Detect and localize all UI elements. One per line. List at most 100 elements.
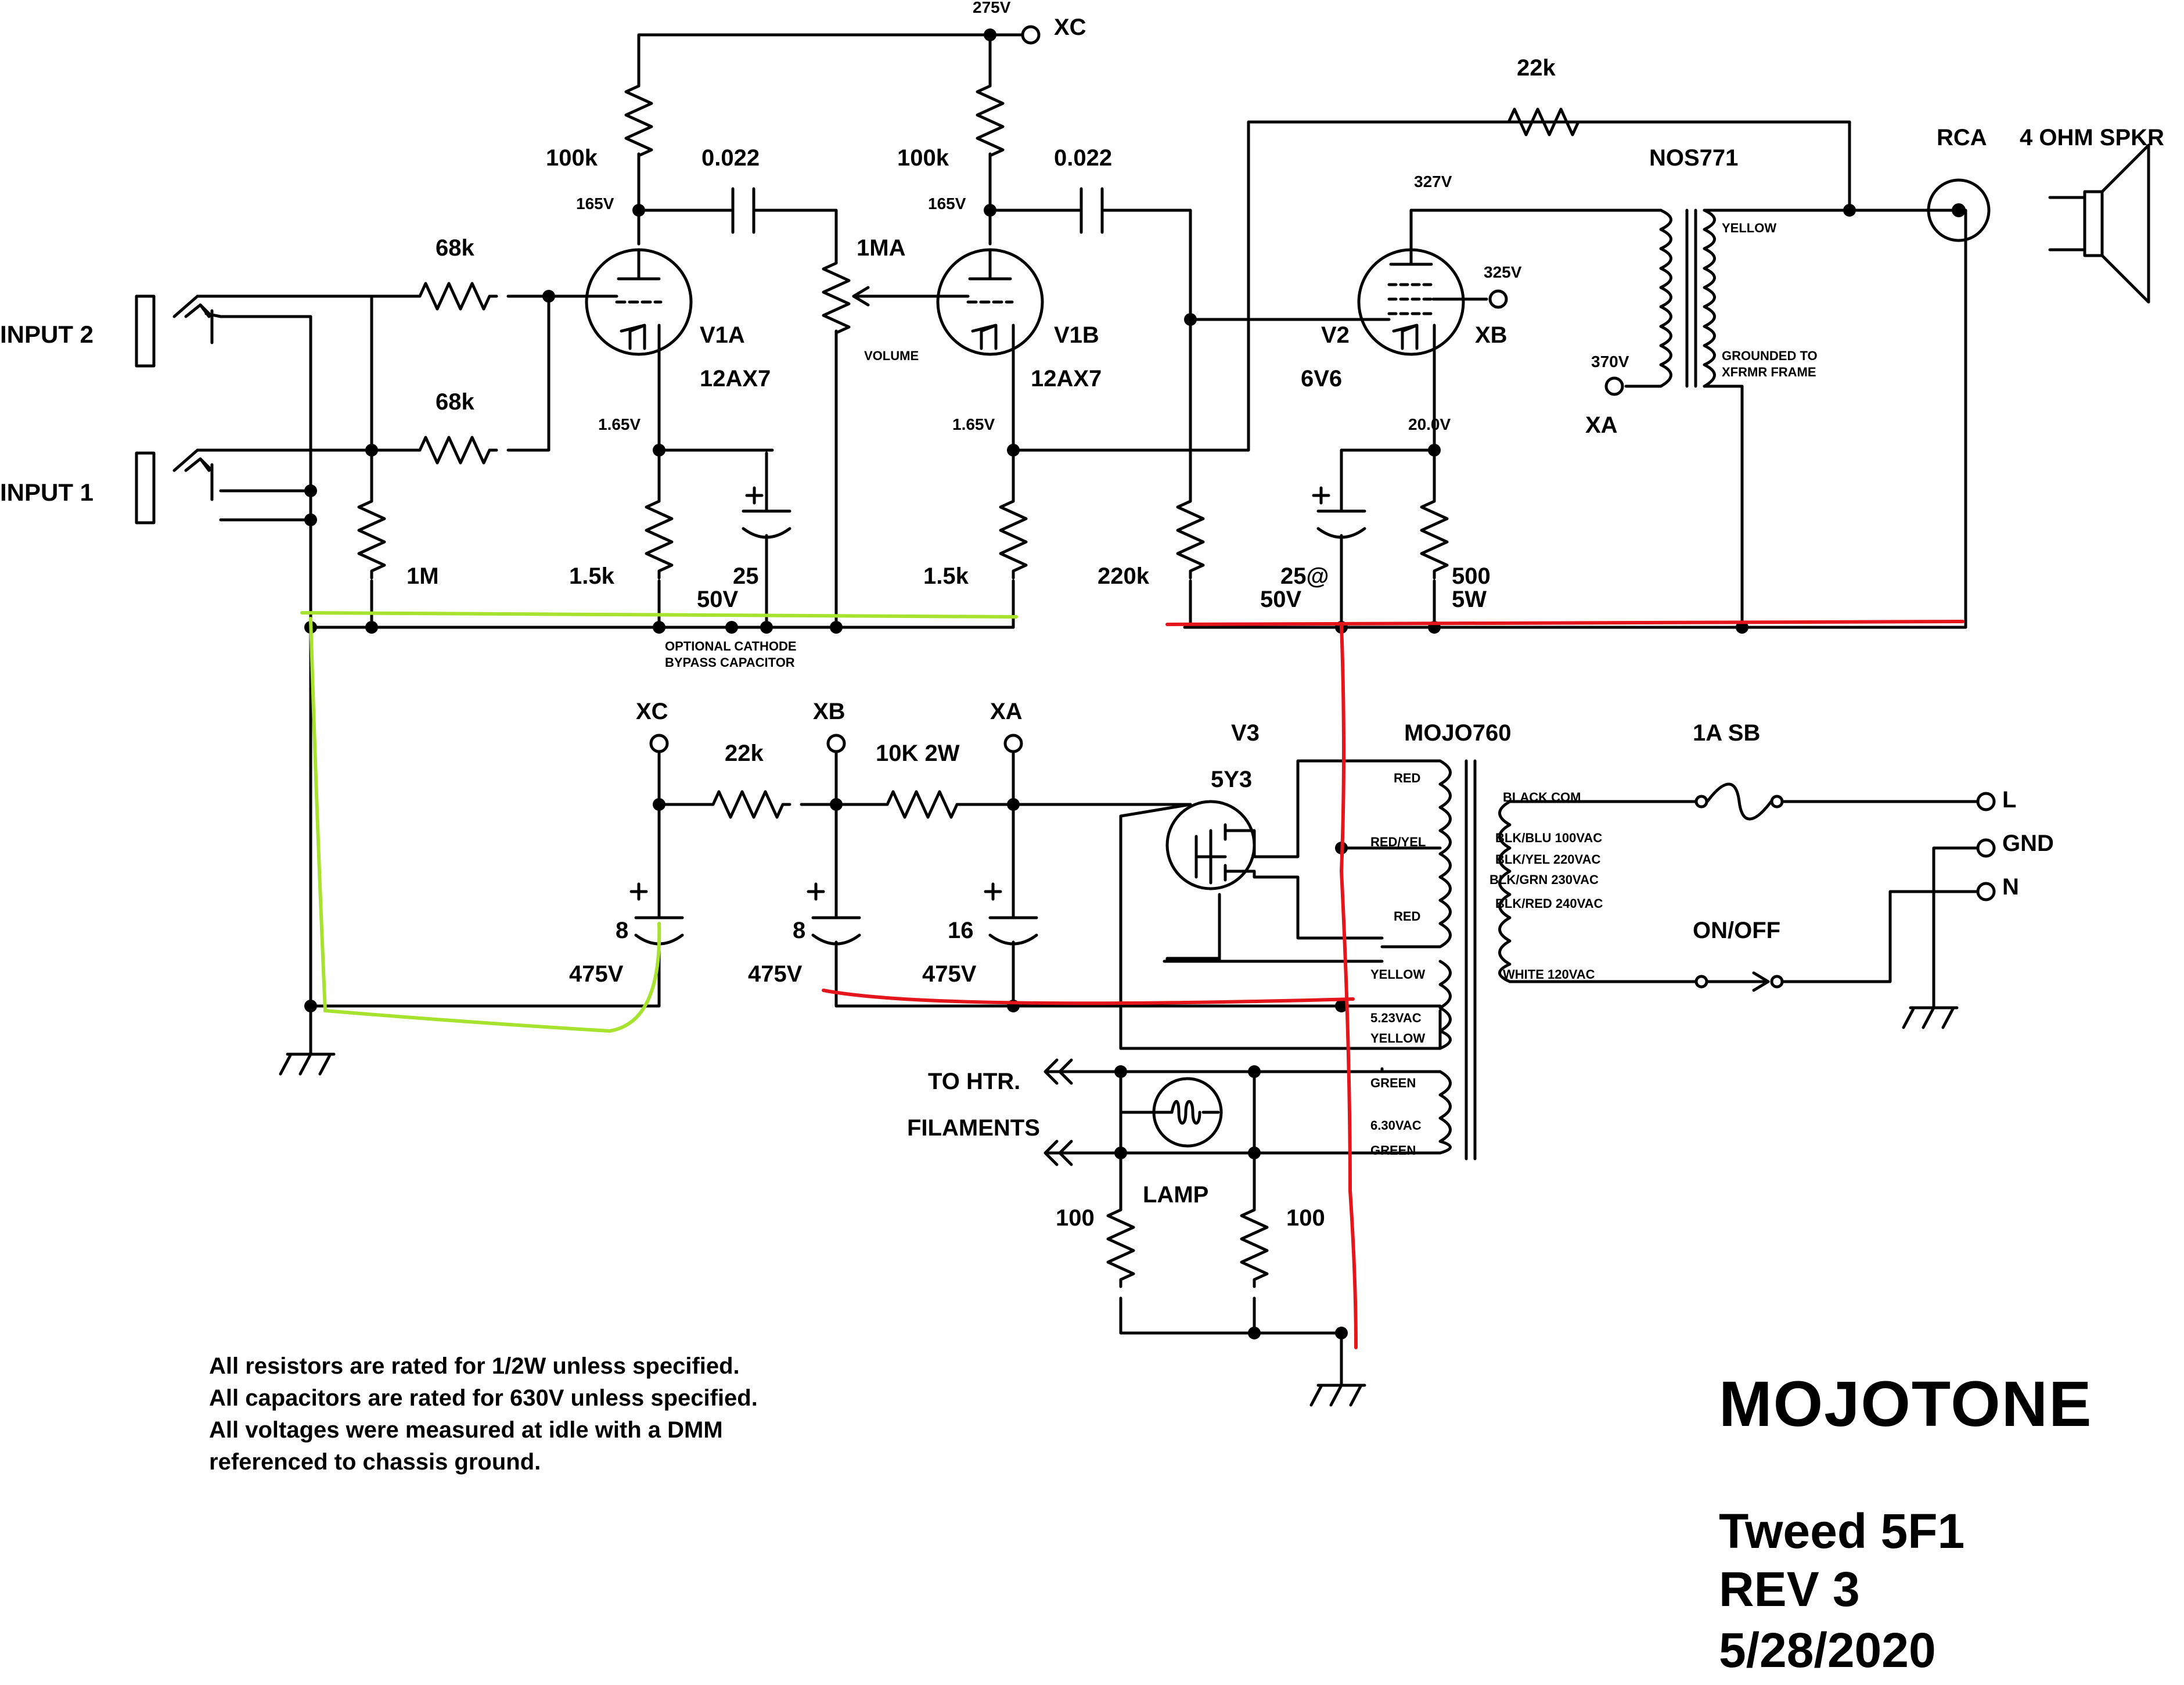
svg-text:XC: XC — [1054, 15, 1086, 40]
note-line: All voltages were measured at idle with … — [209, 1417, 723, 1443]
cap-25-bypass — [742, 486, 791, 559]
svg-text:22k: 22k — [1517, 55, 1556, 81]
svg-text:1.5k: 1.5k — [569, 563, 615, 589]
svg-text:BLK/YEL 220VAC: BLK/YEL 220VAC — [1495, 852, 1600, 867]
svg-text:165V: 165V — [576, 195, 614, 213]
resistor-1-5k-v1a — [646, 497, 672, 578]
svg-text:YELLOW: YELLOW — [1370, 1031, 1425, 1046]
svg-text:0.022: 0.022 — [1054, 145, 1112, 171]
svg-text:20.0V: 20.0V — [1408, 415, 1451, 433]
heater-arrows — [1044, 1058, 1073, 1166]
fuse-1a-sb — [1694, 782, 1784, 821]
cap-0022-v1b — [1080, 187, 1104, 234]
svg-text:475V: 475V — [748, 961, 803, 987]
svg-text:LAMP: LAMP — [1143, 1182, 1208, 1208]
svg-text:BYPASS CAPACITOR: BYPASS CAPACITOR — [665, 655, 795, 670]
svg-text:220k: 220k — [1098, 563, 1150, 589]
svg-text:5.23VAC: 5.23VAC — [1370, 1011, 1422, 1025]
xa-ps-terminal — [1003, 734, 1023, 753]
power-transformer — [1340, 759, 1512, 1161]
svg-text:XA: XA — [1585, 412, 1618, 438]
svg-text:10K 2W: 10K 2W — [876, 741, 960, 766]
svg-text:327V: 327V — [1414, 173, 1452, 191]
input-2-label: INPUT 2 — [0, 321, 93, 348]
note-line: referenced to chassis ground. — [209, 1449, 541, 1475]
svg-text:1.65V: 1.65V — [598, 415, 641, 433]
input-1-jack — [135, 448, 214, 524]
note-line: All resistors are rated for 1/2W unless … — [209, 1353, 740, 1379]
svg-text:25: 25 — [733, 563, 759, 589]
svg-text:TO HTR.: TO HTR. — [928, 1069, 1020, 1094]
date-label: 5/28/2020 — [1719, 1623, 1936, 1677]
svg-text:100k: 100k — [897, 145, 949, 171]
model-title: Tweed 5F1 — [1719, 1504, 1964, 1558]
cap-16-xa — [984, 882, 1038, 954]
svg-text:8: 8 — [616, 918, 628, 943]
svg-text:VOLUME: VOLUME — [864, 349, 919, 363]
svg-text:500: 500 — [1452, 563, 1491, 589]
resistor-1-5k-v1b — [1001, 497, 1026, 578]
green-markup — [300, 611, 1018, 1033]
svg-text:XA: XA — [990, 699, 1023, 724]
ground-icon — [1311, 1385, 1365, 1405]
svg-text:475V: 475V — [922, 961, 977, 987]
svg-text:50V: 50V — [1260, 587, 1301, 612]
power-switch — [1694, 971, 1784, 992]
speaker-icon — [2048, 143, 2150, 304]
svg-text:N: N — [2002, 874, 2019, 900]
svg-text:XFRMR FRAME: XFRMR FRAME — [1722, 365, 1816, 379]
svg-text:5W: 5W — [1452, 587, 1487, 612]
svg-text:6V6: 6V6 — [1301, 366, 1342, 391]
ground-icon — [1904, 1008, 1957, 1027]
resistor-1m — [359, 497, 384, 578]
svg-text:12AX7: 12AX7 — [700, 366, 771, 391]
input-2-jack — [135, 294, 222, 368]
preamp-wiring — [207, 33, 1967, 1008]
resistor-10k-2w — [883, 792, 964, 817]
svg-text:GND: GND — [2002, 831, 2054, 856]
terminal-gnd — [1976, 838, 1996, 858]
resistor-68k-bottom — [415, 437, 496, 463]
power-supply-wiring — [309, 750, 1982, 1370]
svg-text:275V: 275V — [973, 0, 1011, 16]
svg-text:WHITE 120VAC: WHITE 120VAC — [1503, 967, 1595, 982]
note-line: All capacitors are rated for 630V unless… — [209, 1385, 758, 1411]
terminal-n — [1976, 882, 1996, 901]
svg-text:325V: 325V — [1484, 263, 1522, 281]
svg-text:4 OHM SPKR: 4 OHM SPKR — [2020, 125, 2164, 150]
svg-text:OPTIONAL CATHODE: OPTIONAL CATHODE — [665, 639, 797, 653]
svg-text:RED/YEL: RED/YEL — [1370, 835, 1426, 849]
tube-v3-5y3 — [1165, 800, 1256, 890]
xa-top-terminal — [1604, 376, 1624, 396]
svg-text:BLK/BLU 100VAC: BLK/BLU 100VAC — [1495, 831, 1602, 845]
svg-text:5Y3: 5Y3 — [1211, 767, 1252, 792]
revision-label: REV 3 — [1719, 1562, 1860, 1616]
svg-text:100: 100 — [1286, 1205, 1325, 1231]
xc-ps-terminal — [649, 734, 669, 753]
ground-icon — [280, 1054, 334, 1074]
svg-text:68k: 68k — [436, 235, 474, 261]
cap-25-50v-v2 — [1312, 486, 1366, 559]
svg-text:BLK/RED 240VAC: BLK/RED 240VAC — [1495, 896, 1603, 911]
tube-v1a — [585, 248, 693, 356]
svg-text:GREEN: GREEN — [1370, 1143, 1416, 1158]
svg-text:100k: 100k — [546, 145, 598, 171]
svg-text:370V: 370V — [1591, 353, 1629, 371]
svg-text:XB: XB — [813, 699, 845, 724]
svg-text:FILAMENTS: FILAMENTS — [907, 1115, 1040, 1141]
red-markup — [822, 620, 1964, 1349]
cap-8-xb — [807, 882, 861, 954]
tube-v1b — [936, 248, 1044, 356]
svg-text:12AX7: 12AX7 — [1031, 366, 1102, 391]
svg-text:BLK/GRN 230VAC: BLK/GRN 230VAC — [1489, 872, 1599, 887]
mojotone-logo: MOJOTONE — [1719, 1368, 2093, 1440]
svg-text:1.65V: 1.65V — [952, 415, 995, 433]
svg-text:50V: 50V — [697, 587, 738, 612]
svg-text:22k: 22k — [725, 741, 764, 766]
title-block: Tweed 5F1 REV 3 5/28/2020 — [1719, 1504, 1964, 1677]
ps-junction-dots — [304, 798, 1348, 1339]
svg-text:68k: 68k — [436, 389, 474, 415]
resistor-68k-top — [415, 283, 496, 309]
svg-text:MOJO760: MOJO760 — [1404, 720, 1512, 746]
